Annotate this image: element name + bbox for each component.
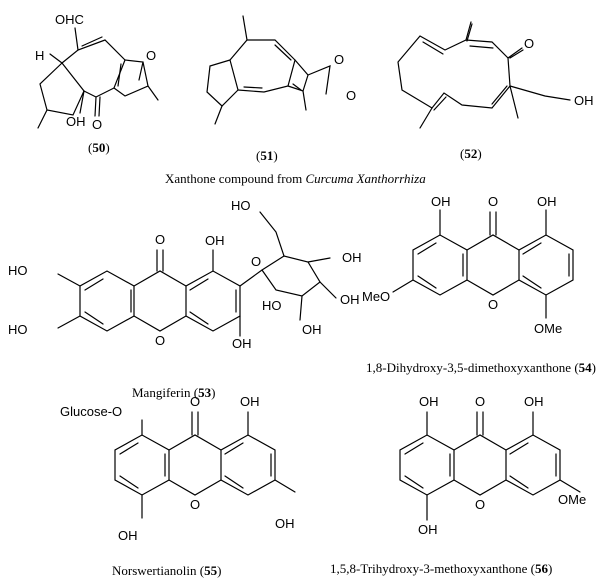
compound-53-atom-oh-1: OH	[205, 233, 225, 248]
compound-53-label: Mangiferin (53)	[132, 385, 215, 400]
compound-54-atom-o-ring: O	[488, 297, 498, 312]
compound-52-atom-o-ketone: O	[524, 36, 534, 51]
compound-53-atom-ho-sugar-2: HO	[262, 298, 282, 313]
compound-56-atom-o-carbonyl: O	[475, 394, 485, 409]
compound-55-structure: Glucose-O O OH O OH OH Norswertianolin (…	[60, 394, 296, 578]
compound-50-atom-o-furan: O	[146, 48, 156, 63]
compound-53-atom-ho-sugar: HO	[231, 198, 251, 213]
compound-52-atom-oh: OH	[574, 93, 594, 108]
compound-55-atom-oh-6: OH	[275, 516, 295, 531]
compound-54-atom-ome: OMe	[534, 321, 562, 336]
compound-55-label: Norswertianolin (55)	[112, 563, 221, 578]
compound-54-structure: OH O OH MeO O OMe 1,8-Dihydroxy-3,5-dime…	[362, 194, 596, 375]
compound-50-atom-oh: OH	[66, 114, 86, 129]
compound-56-atom-oh-1: OH	[524, 394, 544, 409]
compound-56-atom-o-ring: O	[475, 497, 485, 512]
compound-55-atom-o-carbonyl: O	[190, 394, 200, 409]
compound-52-structure: O OH (52)	[397, 21, 594, 161]
compound-56-label: 1,5,8-Trihydroxy-3-methoxyxanthone (56)	[330, 561, 552, 576]
compound-55-atom-o-ring: O	[190, 497, 200, 512]
compound-54-atom-meo: MeO	[362, 289, 390, 304]
compound-55-atom-oh-8: OH	[240, 394, 260, 409]
compound-50-atom-h: H	[35, 48, 44, 63]
compound-51-atom-o-ring: O	[334, 52, 344, 67]
compound-54-atom-o-carbonyl: O	[488, 194, 498, 209]
compound-55-atom-oh-5: OH	[118, 528, 138, 543]
compound-56-atom-oh-5: OH	[418, 522, 438, 537]
compound-51-atom-o-carbonyl: O	[346, 88, 356, 103]
compound-53-atom-oh-sugar-3: OH	[302, 322, 322, 337]
compound-53-atom-ho-top: HO	[8, 263, 28, 278]
compound-50-atom-o-ketone: O	[92, 117, 102, 132]
compound-51-structure: O O (51)	[206, 15, 356, 163]
compound-52-label: (52)	[460, 146, 482, 161]
compound-53-structure: HO O OH O OH HO HO O OH OH HO OH Mangife…	[8, 198, 362, 400]
compound-53-atom-oh-3: OH	[232, 336, 252, 351]
compound-53-atom-oh-sugar-1: OH	[342, 250, 362, 265]
compound-54-label: 1,8-Dihydroxy-3,5-dimethoxyxanthone (54)	[366, 360, 596, 375]
compound-54-atom-oh-8: OH	[537, 194, 557, 209]
compound-51-label: (51)	[256, 148, 278, 163]
compound-50-label: (50)	[88, 140, 110, 155]
compound-53-atom-o-ring: O	[155, 333, 165, 348]
compound-50-structure: OHC H O OH O (50)	[35, 12, 159, 155]
compound-50-atom-ohc: OHC	[55, 12, 84, 27]
compound-53-atom-ho-bottom: HO	[8, 322, 28, 337]
compound-56-atom-oh-8: OH	[419, 394, 439, 409]
compound-53-atom-o-sugar: O	[251, 254, 261, 269]
compound-56-structure: OH O OH O OMe OH 1,5,8-Trihydroxy-3-meth…	[330, 394, 586, 576]
compound-56-atom-ome: OMe	[558, 492, 586, 507]
compound-53-atom-o-carbonyl: O	[155, 232, 165, 247]
compound-54-atom-oh-1: OH	[431, 194, 451, 209]
compound-53-atom-oh-sugar-2: OH	[340, 292, 360, 307]
compound-55-atom-glucose-o: Glucose-O	[60, 404, 122, 419]
section-heading: Xanthone compound from Curcuma Xanthorrh…	[165, 171, 426, 186]
